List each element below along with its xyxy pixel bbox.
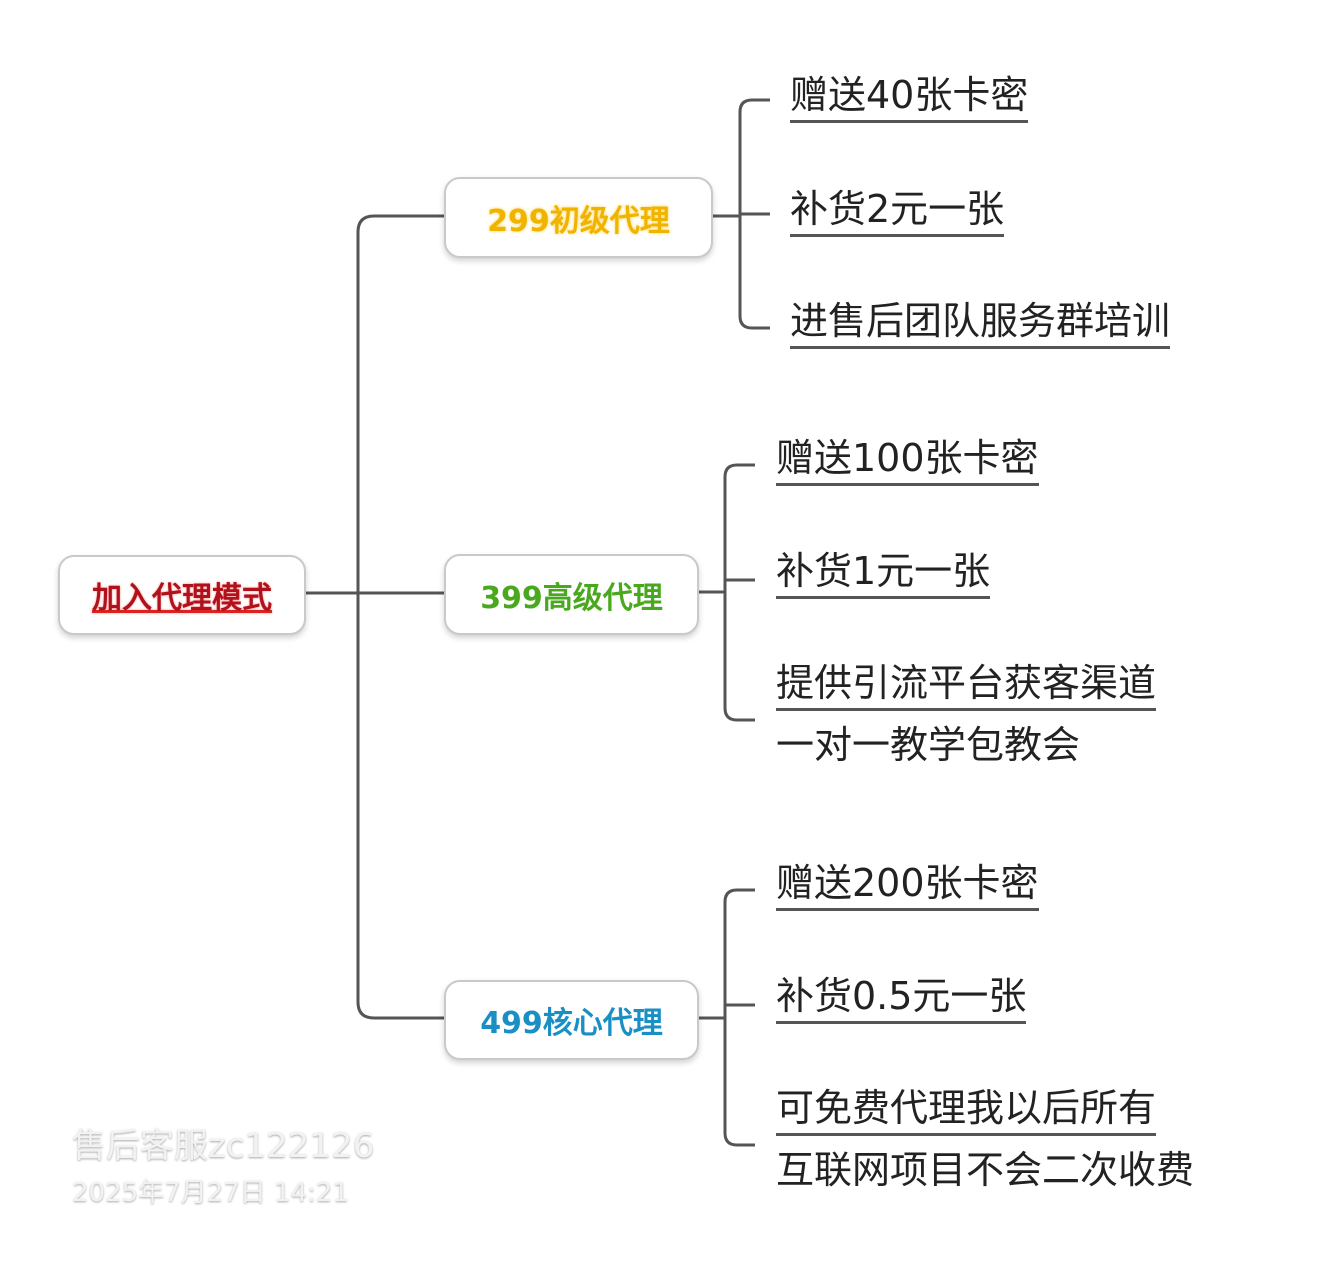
leaf-item: 进售后团队服务群培训 <box>790 298 1171 349</box>
branch-node-499: 499核心代理 <box>444 980 699 1060</box>
leaf-item: 赠送200张卡密 <box>776 860 1039 911</box>
trunk-line <box>356 214 444 1020</box>
leaf-item: 补货2元一张 <box>790 186 1005 237</box>
leaf-item: 一对一教学包教会 <box>776 723 1081 767</box>
branch-label: 499核心代理 <box>480 1006 663 1041</box>
leaf-item: 提供引流平台获客渠道 <box>776 660 1157 711</box>
leaf-item: 赠送40张卡密 <box>790 72 1029 123</box>
watermark-timestamp: 2025年7月27日 14:21 <box>72 1178 349 1208</box>
root-label: 加入代理模式 <box>92 581 272 616</box>
branch-label: 399高级代理 <box>480 580 663 616</box>
branch1-bracket <box>709 98 770 330</box>
branch-label: 299初级代理 <box>487 203 670 239</box>
leaf-item: 可免费代理我以后所有 <box>776 1085 1157 1136</box>
leaf-item: 补货1元一张 <box>776 548 991 599</box>
root-node: 加入代理模式 <box>58 555 306 635</box>
leaf-item: 补货0.5元一张 <box>776 973 1027 1024</box>
leaf-item: 互联网项目不会二次收费 <box>776 1148 1195 1192</box>
branch-node-299: 299初级代理 <box>444 177 713 258</box>
branch-node-399: 399高级代理 <box>444 554 699 635</box>
branch3-bracket <box>695 888 755 1147</box>
watermark-contact: 售后客服zc122126 <box>72 1126 375 1166</box>
branch2-bracket <box>695 463 755 722</box>
leaf-item: 赠送100张卡密 <box>776 435 1039 486</box>
